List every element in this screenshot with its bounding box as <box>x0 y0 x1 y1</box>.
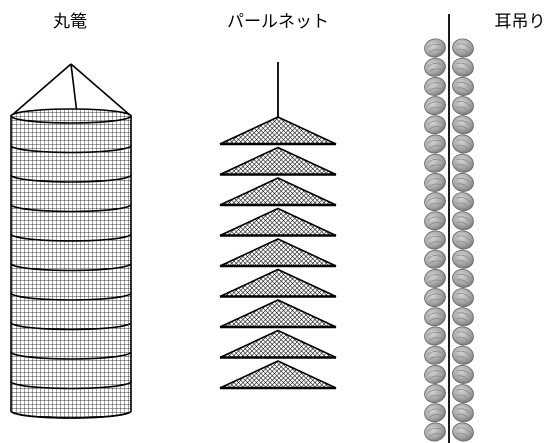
oyster-shell-left <box>424 345 446 365</box>
oyster-shell-left <box>424 134 446 154</box>
oyster-shell-right <box>452 230 474 250</box>
pearl-net-tier <box>219 360 337 389</box>
label-pearl-net: パールネット <box>227 12 329 32</box>
pearl-net-tier <box>219 329 337 359</box>
marukago-ring <box>10 263 132 272</box>
oyster-shell-left <box>424 153 446 173</box>
marukago-ring <box>10 174 132 183</box>
oyster-shell-left <box>424 326 446 346</box>
oyster-shell-left <box>424 192 446 212</box>
oyster-shell-right <box>452 153 474 173</box>
oyster-shell-left <box>424 249 446 269</box>
oyster-shell-right <box>452 345 474 365</box>
oyster-shell-right <box>452 211 474 231</box>
marukago-body <box>10 115 132 419</box>
marukago-rope-left <box>10 63 72 117</box>
oyster-shell-right <box>452 384 474 404</box>
oyster-shell-left <box>424 307 446 327</box>
label-marukago: 丸篭 <box>53 12 87 32</box>
marukago-ring <box>10 145 132 154</box>
marukago-ring <box>10 292 132 301</box>
oyster-shell-right <box>452 307 474 327</box>
oyster-shell-right <box>452 96 474 116</box>
marukago-ring <box>10 351 132 360</box>
marukago-ring <box>10 381 132 390</box>
oyster-shell-right <box>452 192 474 212</box>
marukago-tier-rings <box>10 145 132 419</box>
pearl-net-tier <box>219 207 337 237</box>
marukago-ring <box>10 322 132 331</box>
oyster-shell-left <box>424 211 446 231</box>
oyster-shell-right <box>452 76 474 96</box>
oyster-shell-left <box>424 384 446 404</box>
oyster-shell-left <box>424 57 446 77</box>
oyster-shell-left <box>424 230 446 250</box>
oyster-shell-right <box>452 268 474 288</box>
oyster-shell-left <box>424 422 446 442</box>
oyster-shell-right <box>452 38 474 58</box>
oyster-shell-right <box>452 172 474 192</box>
oyster-shell-right <box>452 326 474 346</box>
oyster-shell-left <box>424 38 446 58</box>
oyster-shell-right <box>452 249 474 269</box>
pearl-net <box>219 62 337 390</box>
marukago-ring <box>10 233 132 242</box>
oyster-shell-left <box>424 172 446 192</box>
oyster-shell-right <box>452 57 474 77</box>
pearl-net-tier <box>219 177 337 206</box>
oyster-shell-right <box>452 364 474 384</box>
label-mimizuri: 耳吊り <box>495 12 546 32</box>
oyster-shell-left <box>424 364 446 384</box>
pearl-net-tier <box>219 268 337 298</box>
oyster-shell-left <box>424 288 446 308</box>
mimizuri-string <box>424 14 474 443</box>
oyster-shell-left <box>424 76 446 96</box>
oyster-shell-right <box>452 115 474 135</box>
oyster-shell-right <box>452 288 474 308</box>
pearl-net-tier <box>219 116 337 145</box>
marukago-rope-right <box>70 63 132 117</box>
oyster-shell-right <box>452 403 474 423</box>
pearl-net-tiers <box>219 116 337 390</box>
marukago-ring <box>10 204 132 213</box>
oyster-shell-right <box>452 422 474 442</box>
oyster-shell-left <box>424 403 446 423</box>
oyster-shell-right <box>452 134 474 154</box>
marukago-cage <box>10 63 132 419</box>
oyster-shell-left <box>424 96 446 116</box>
marukago-ring <box>10 410 132 419</box>
marukago-top <box>10 108 132 124</box>
pearl-net-tier <box>219 238 337 267</box>
pearl-net-tier <box>219 146 337 176</box>
oyster-shell-left <box>424 115 446 135</box>
pearl-net-tier <box>219 299 337 328</box>
mimizuri-shells <box>424 38 474 442</box>
oyster-shell-left <box>424 268 446 288</box>
